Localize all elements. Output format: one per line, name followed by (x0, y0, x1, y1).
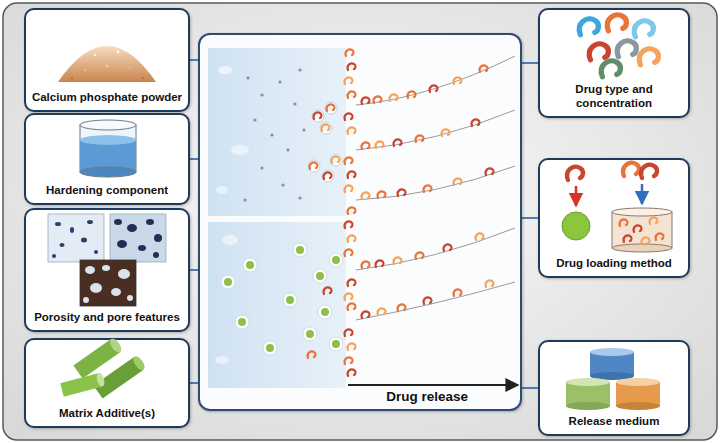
factor-box: Matrix Additive(s) (24, 338, 190, 428)
connector-line (190, 158, 198, 160)
factor-box: Hardening component (24, 113, 190, 205)
factor-box: Calcium phosphate powder (24, 8, 190, 112)
factor-label: Drug loading method (556, 257, 672, 271)
factor-label: Porosity and pore features (34, 311, 180, 325)
connector-line (190, 382, 198, 384)
factor-label: Drug type and concentration (543, 83, 685, 111)
connector-line (522, 217, 538, 219)
connector-line (522, 62, 538, 64)
outer-frame (3, 3, 717, 440)
connector-line (190, 269, 198, 271)
factor-box: Porosity and pore features (24, 208, 190, 332)
factor-label: Hardening component (46, 184, 168, 198)
factor-label: Calcium phosphate powder (32, 91, 182, 105)
factor-box: Drug type and concentration (538, 8, 690, 118)
factor-box: Drug loading method (538, 158, 690, 278)
factor-label: Release medium (569, 415, 660, 429)
connector-line (522, 387, 538, 389)
factor-label: Matrix Additive(s) (59, 407, 155, 421)
release-panel: Drug release (198, 33, 522, 411)
connector-line (190, 59, 198, 61)
factor-box: Release medium (538, 340, 690, 436)
axis-label: Drug release (386, 389, 468, 405)
